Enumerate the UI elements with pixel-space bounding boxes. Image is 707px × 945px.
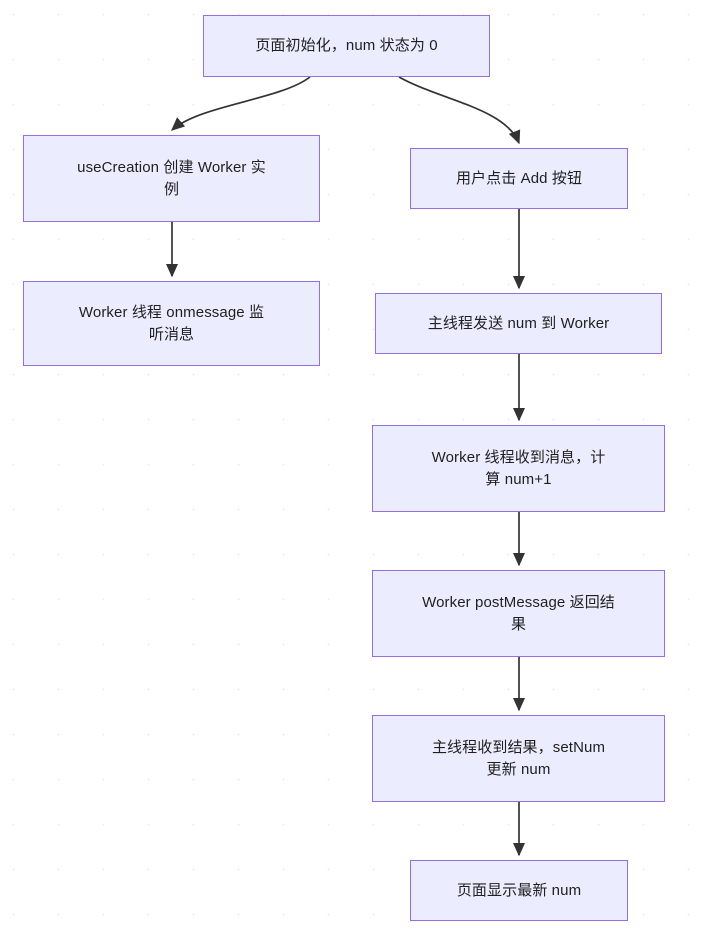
node-worker-onmessage[interactable]: Worker 线程 onmessage 监 听消息 [23,281,320,366]
node-label: Worker 线程 onmessage 监 听消息 [78,303,265,343]
node-label: 页面初始化，num 状态为 0 [255,37,438,54]
edge-init-to-use-creation [170,76,311,131]
node-label: 主线程收到结果，setNum 更新 num [431,738,606,778]
node-worker-compute-num[interactable]: Worker 线程收到消息，计 算 num+1 [372,425,665,512]
edge-init-to-click-add [398,76,521,145]
node-worker-postmessage-result[interactable]: Worker postMessage 返回结 果 [372,570,665,657]
node-use-creation-worker[interactable]: useCreation 创建 Worker 实 例 [23,135,320,222]
node-user-click-add[interactable]: 用户点击 Add 按钮 [410,148,628,209]
node-main-thread-post-num[interactable]: 主线程发送 num 到 Worker [375,293,662,354]
node-label: 主线程发送 num 到 Worker [427,314,610,332]
node-label: 页面显示最新 num [456,881,582,899]
node-page-render-num[interactable]: 页面显示最新 num [410,860,628,921]
node-label: Worker 线程收到消息，计 算 num+1 [431,448,606,488]
node-main-thread-setnum[interactable]: 主线程收到结果，setNum 更新 num [372,715,665,802]
node-label: 用户点击 Add 按钮 [455,169,583,187]
node-label: useCreation 创建 Worker 实 例 [77,158,266,198]
node-page-init[interactable]: 页面初始化，num 状态为 0 [203,15,490,77]
node-label: Worker postMessage 返回结 果 [422,593,615,633]
